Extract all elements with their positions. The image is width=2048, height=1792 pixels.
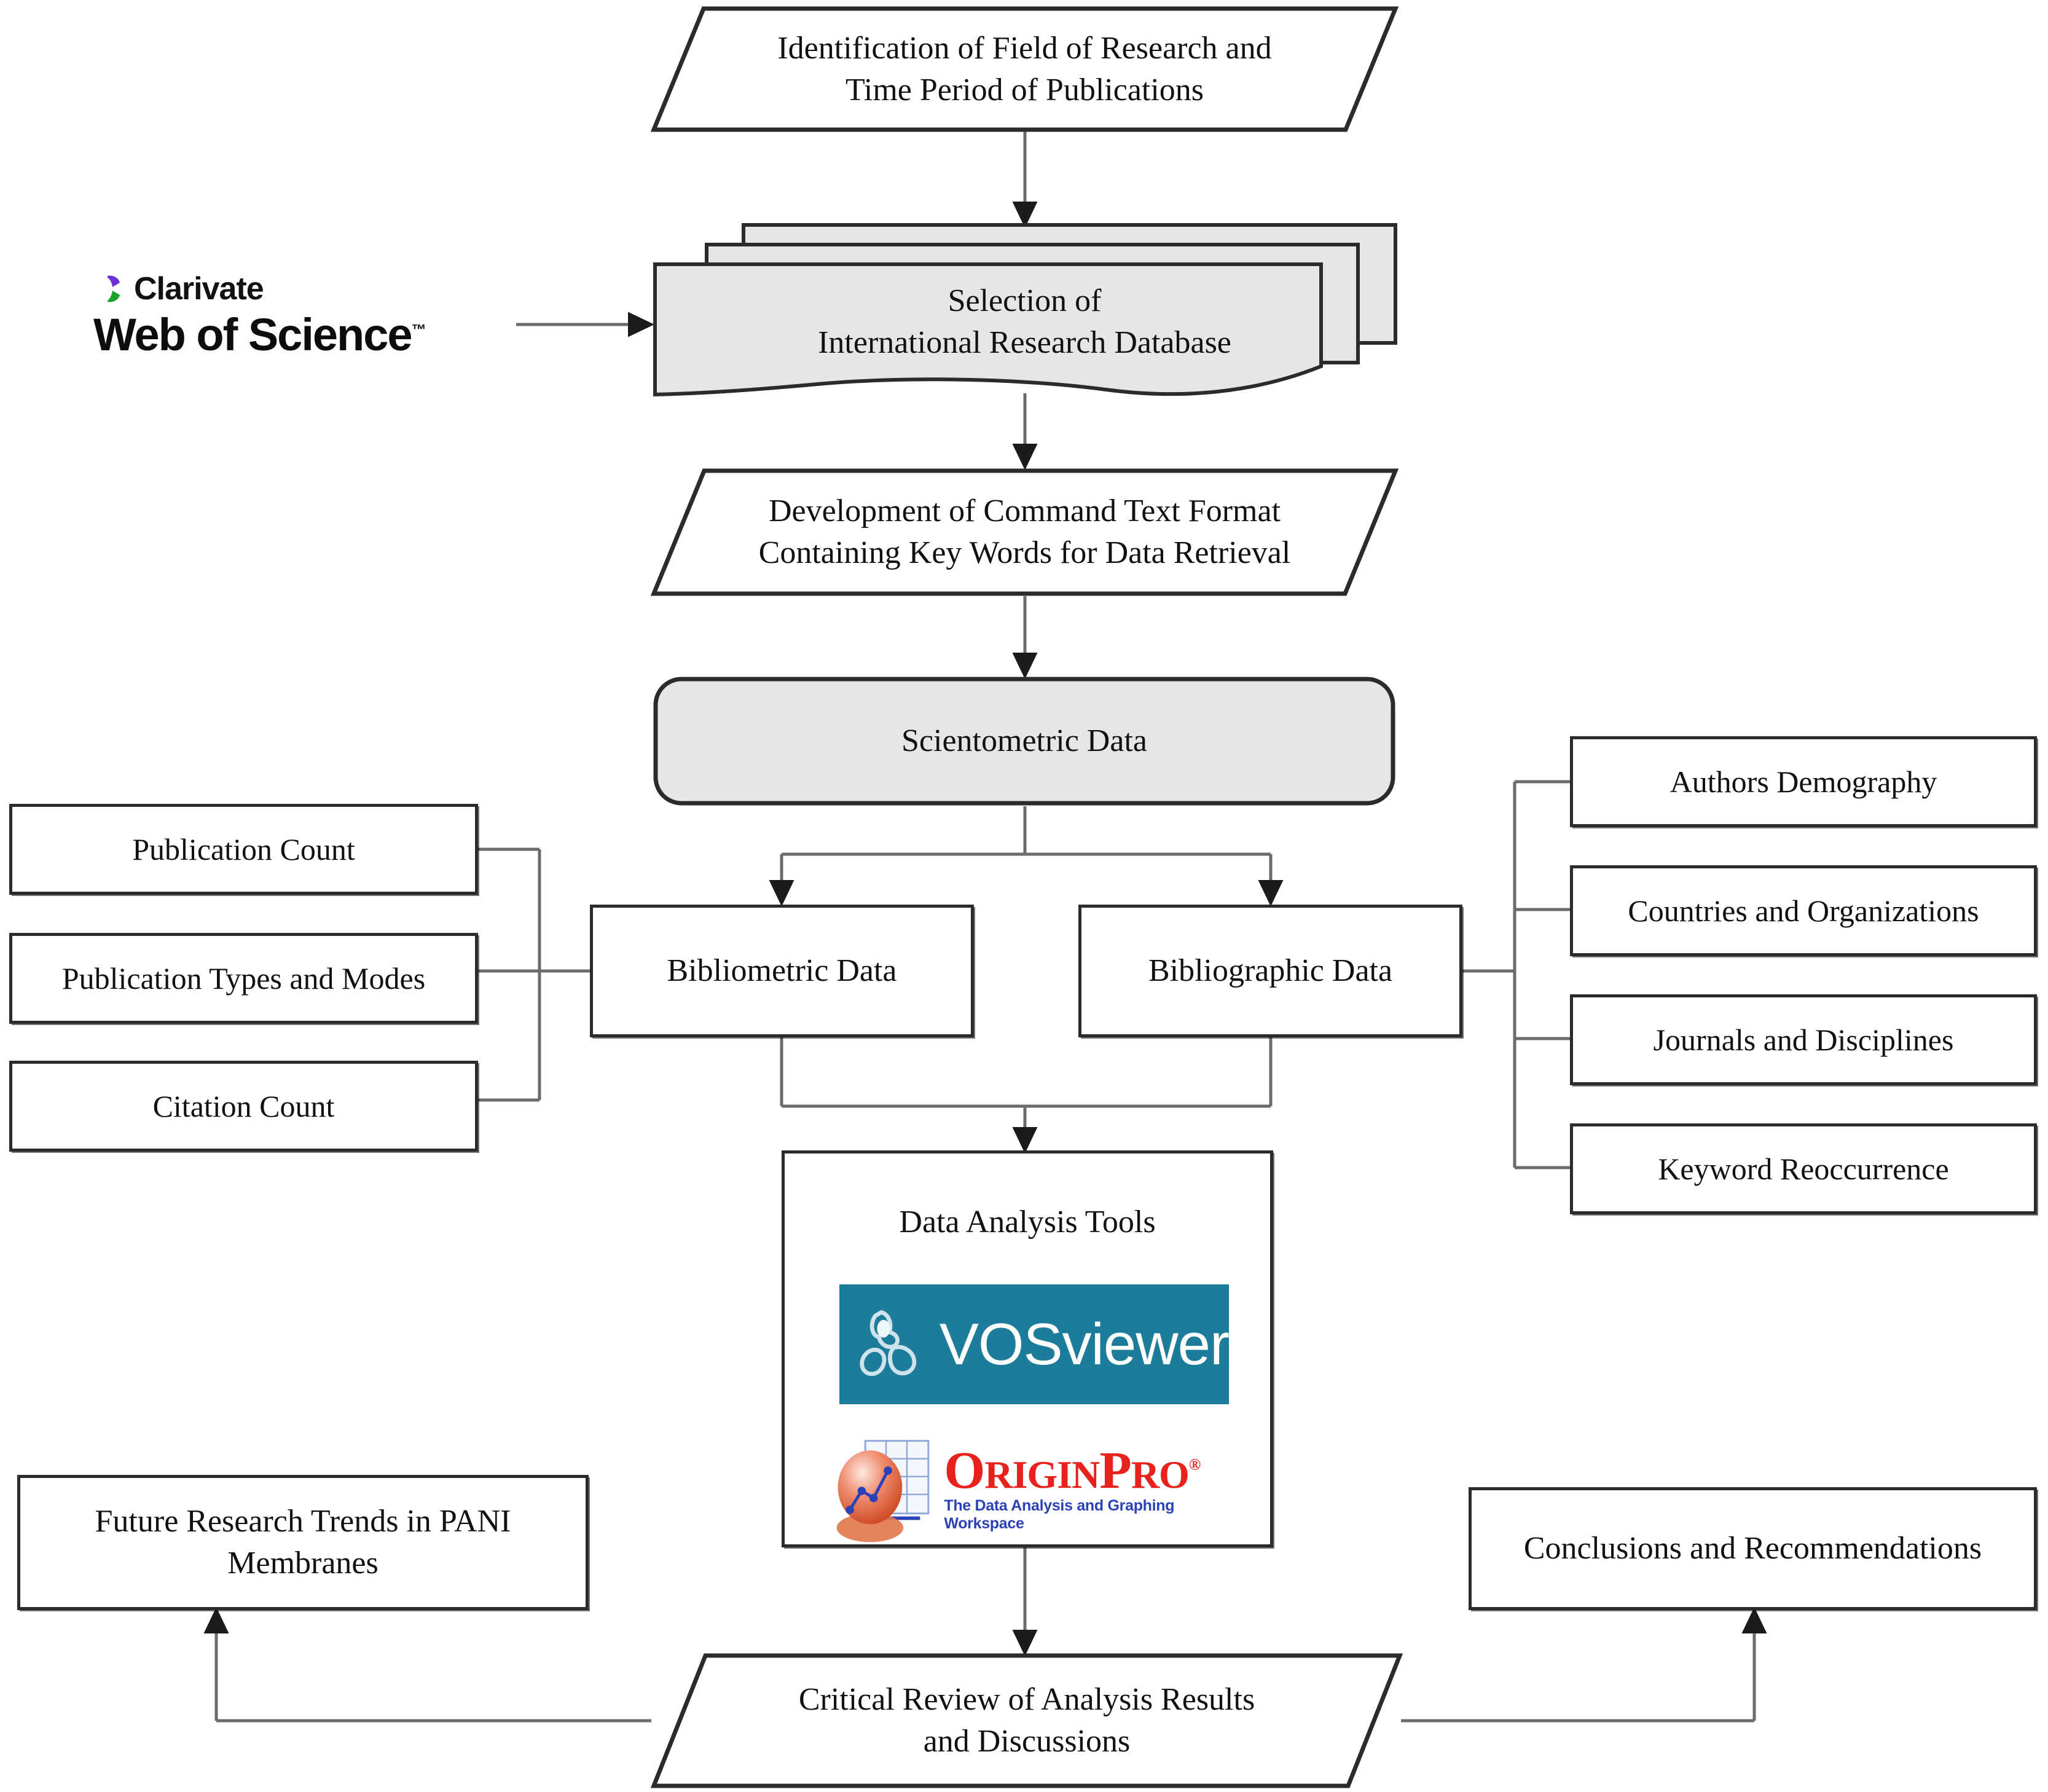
node-conclusions[interactable]: Conclusions and Recommendations xyxy=(1469,1487,2037,1610)
originpro-registered-mark: ® xyxy=(1188,1455,1201,1474)
right-branch-item-authors-demography[interactable]: Authors Demography xyxy=(1570,736,2037,827)
clarivate-mark-icon xyxy=(92,272,125,305)
node-bibliometric-data[interactable]: Bibliometric Data xyxy=(590,905,974,1037)
node-data-analysis-tools-label: Data Analysis Tools xyxy=(899,1204,1156,1240)
web-of-science-product-text: Web of Science™ xyxy=(93,308,426,361)
node-scientometric-data[interactable]: Scientometric Data xyxy=(653,676,1396,806)
node-identification-label: Identification of Field of Research and … xyxy=(777,30,1272,108)
originpro-word-o: O xyxy=(944,1440,985,1499)
node-critical-review[interactable]: Critical Review of Analysis Results and … xyxy=(650,1653,1403,1788)
right-branch-item-countries-and-organizations[interactable]: Countries and Organizations xyxy=(1570,865,2037,956)
node-database-selection[interactable]: Selection of International Research Data… xyxy=(651,220,1398,398)
node-identification[interactable]: Identification of Field of Research and … xyxy=(650,6,1399,132)
clarivate-brand-text: Clarivate xyxy=(134,271,264,307)
node-conclusions-label: Conclusions and Recommendations xyxy=(1523,1531,1982,1566)
left-branch-item-label: Citation Count xyxy=(152,1088,335,1123)
originpro-word-p: P xyxy=(1099,1440,1132,1499)
trademark-symbol: ™ xyxy=(411,321,426,339)
node-critical-review-label: Critical Review of Analysis Results and … xyxy=(798,1682,1255,1759)
node-bibliometric-data-label: Bibliometric Data xyxy=(667,953,897,989)
originpro-wordmark: ORIGINPRO® xyxy=(944,1444,1249,1496)
originpro-tagline: The Data Analysis and Graphing Workspace xyxy=(944,1496,1175,1532)
vosviewer-cluster-icon xyxy=(860,1310,917,1376)
node-future-trends-label: Future Research Trends in PANI Membranes xyxy=(95,1504,511,1581)
originpro-word-rigin: RIGIN xyxy=(984,1453,1100,1496)
left-branch-item-publication-count[interactable]: Publication Count xyxy=(9,804,478,895)
right-branch-item-label: Countries and Organizations xyxy=(1628,893,1979,928)
left-branch-item-label: Publication Count xyxy=(132,831,355,867)
left-branch-item-label: Publication Types and Modes xyxy=(61,961,426,996)
right-branch-item-label: Journals and Disciplines xyxy=(1653,1022,1954,1057)
left-branch-item-citation-count[interactable]: Citation Count xyxy=(9,1061,478,1152)
originpro-logo: ORIGINPRO® The Data Analysis and Graphin… xyxy=(831,1432,1249,1555)
originpro-sphere-grid-icon xyxy=(836,1440,930,1542)
web-of-science-logo: Clarivate Web of Science™ xyxy=(92,270,485,363)
right-branch-item-label: Authors Demography xyxy=(1669,764,1937,799)
node-future-trends[interactable]: Future Research Trends in PANI Membranes xyxy=(17,1475,589,1610)
right-branch-item-journals-and-disciplines[interactable]: Journals and Disciplines xyxy=(1570,994,2037,1085)
node-command-text[interactable]: Development of Command Text Format Conta… xyxy=(650,468,1399,596)
vosviewer-wordmark: VOSviewer xyxy=(939,1311,1230,1377)
right-branch-item-label: Keyword Reoccurrence xyxy=(1658,1151,1949,1186)
node-bibliographic-data[interactable]: Bibliographic Data xyxy=(1078,905,1462,1037)
node-bibliographic-data-label: Bibliographic Data xyxy=(1148,953,1393,989)
node-command-text-label: Development of Command Text Format Conta… xyxy=(758,493,1291,570)
node-scientometric-data-label: Scientometric Data xyxy=(901,723,1147,759)
web-of-science-product-label: Web of Science xyxy=(93,309,413,360)
node-database-selection-label: Selection of International Research Data… xyxy=(818,283,1231,360)
originpro-word-ro: RO xyxy=(1131,1453,1190,1496)
left-branch-item-publication-types-and-modes[interactable]: Publication Types and Modes xyxy=(9,933,478,1024)
right-branch-item-keyword-reoccurrence[interactable]: Keyword Reoccurrence xyxy=(1570,1123,2037,1214)
vosviewer-logo: VOSviewer xyxy=(839,1284,1230,1404)
